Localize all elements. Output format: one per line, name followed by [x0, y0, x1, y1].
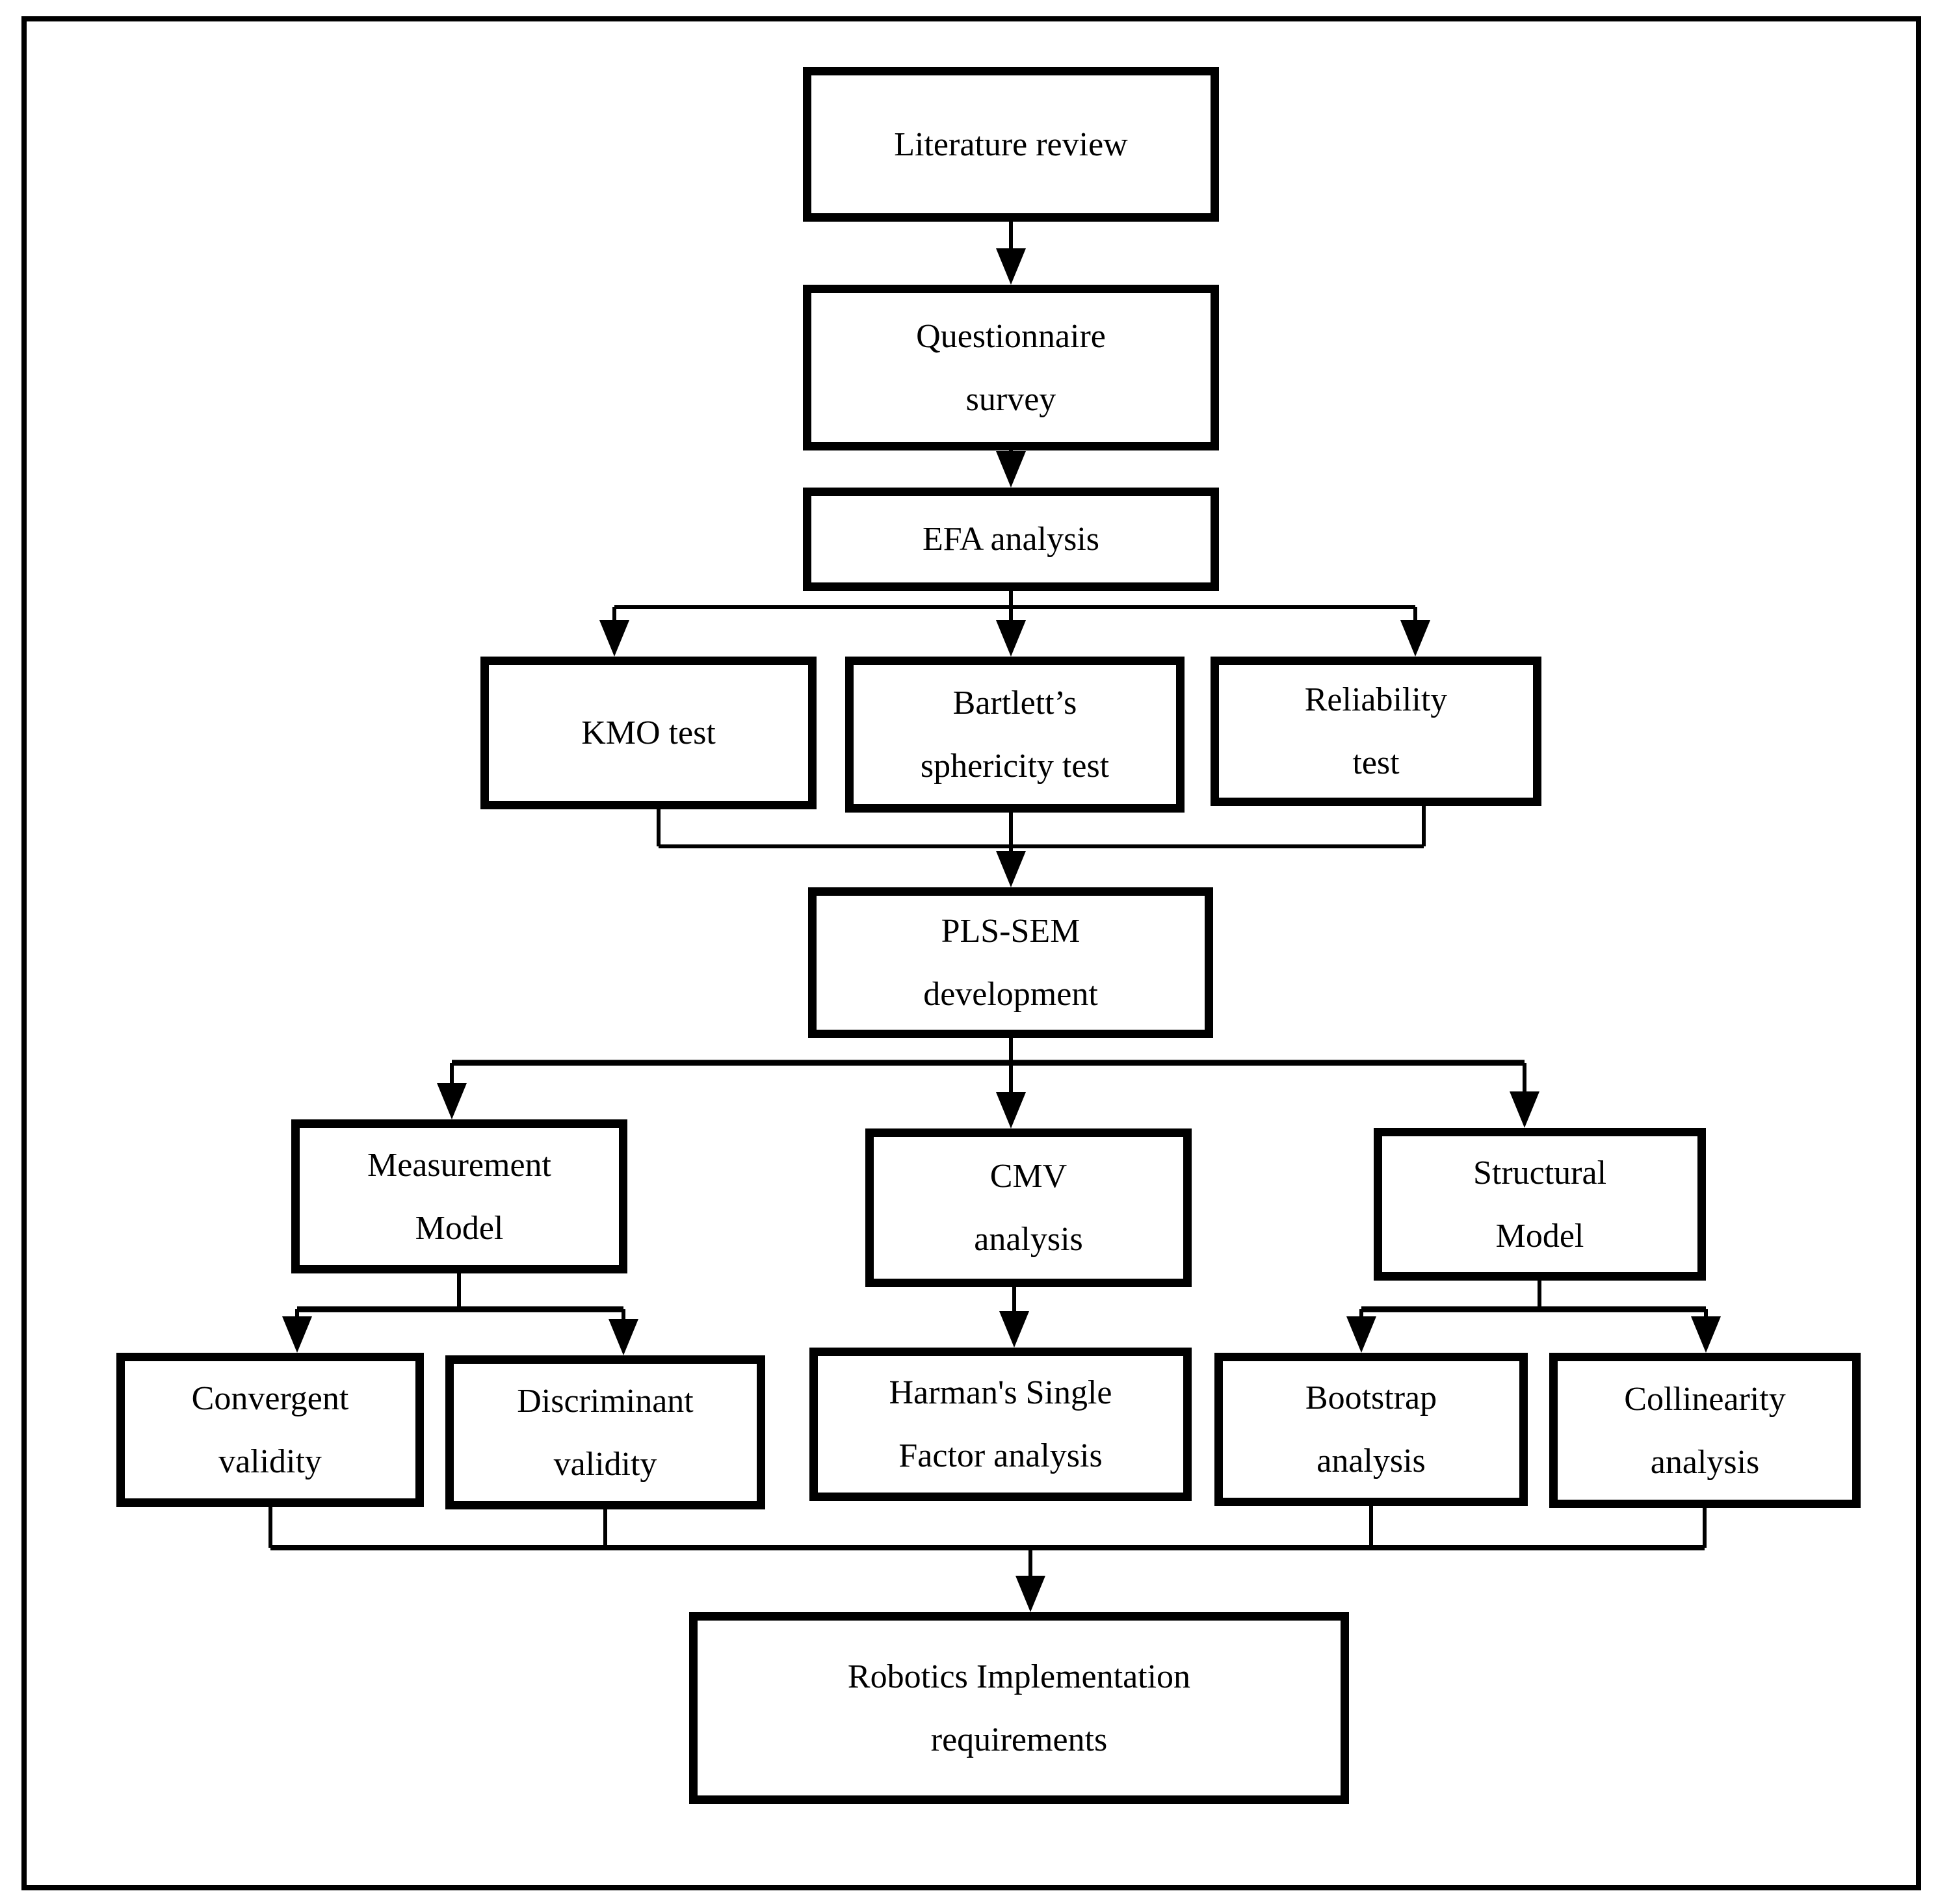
arrowhead-icon — [282, 1316, 312, 1353]
node-label: Reliability — [1304, 681, 1448, 718]
node-label: sphericity test — [920, 748, 1110, 785]
node-collinearity-analysis: Collinearity analysis — [1549, 1353, 1861, 1508]
node-label: Questionnaire — [916, 317, 1106, 355]
node-label: Measurement — [367, 1146, 551, 1184]
node-bootstrap-analysis: Bootstrap analysis — [1214, 1353, 1528, 1506]
node-harmans-single-factor-analysis: Harman's Single Factor analysis — [809, 1348, 1192, 1501]
node-label: development — [923, 976, 1098, 1013]
node-literature-review: Literature review — [803, 67, 1219, 222]
arrowhead-icon — [599, 620, 629, 657]
node-label: analysis — [1650, 1443, 1760, 1481]
arrowhead-icon — [996, 248, 1026, 285]
outer-border — [21, 16, 1921, 1890]
edge-structural-split — [1346, 1281, 1721, 1353]
node-structural-model: Structural Model — [1374, 1128, 1706, 1281]
node-label: Literature review — [894, 125, 1128, 163]
arrowhead-icon — [1015, 1576, 1045, 1612]
node-discriminant-validity: Discriminant validity — [445, 1355, 765, 1509]
node-cmv-analysis: CMV analysis — [865, 1128, 1192, 1287]
node-reliability-test: Reliability test — [1211, 657, 1541, 806]
arrowhead-icon — [1691, 1316, 1721, 1353]
node-label: Bartlett’s — [952, 685, 1077, 722]
node-label: Discriminant — [517, 1382, 694, 1420]
edge-final-merge-to-robotics — [268, 1506, 1707, 1612]
node-pls-sem-development: PLS-SEM development — [808, 887, 1213, 1038]
node-label: EFA analysis — [922, 521, 1100, 558]
arrowhead-icon — [999, 1311, 1029, 1348]
edge-questionnaire-to-efa — [996, 450, 1026, 488]
arrowhead-icon — [996, 620, 1026, 657]
arrowhead-icon — [609, 1319, 638, 1355]
arrowhead-icon — [1346, 1316, 1376, 1353]
arrowhead-icon — [437, 1083, 467, 1119]
node-label: Robotics Implementation — [847, 1658, 1191, 1695]
edge-efa-split — [599, 591, 1430, 657]
node-label: analysis — [974, 1221, 1083, 1258]
node-label: Convergent — [191, 1379, 349, 1417]
node-label: Bootstrap — [1305, 1379, 1437, 1416]
node-label: Collinearity — [1624, 1380, 1786, 1418]
node-label: survey — [965, 380, 1056, 418]
node-robotics-implementation-requirements: Robotics Implementation requirements — [689, 1612, 1349, 1804]
node-label: CMV — [989, 1158, 1067, 1195]
node-label: Model — [415, 1209, 504, 1247]
node-label: validity — [553, 1445, 657, 1483]
node-measurement-model: Measurement Model — [291, 1119, 627, 1273]
node-efa-analysis: EFA analysis — [803, 488, 1219, 591]
node-label: Model — [1495, 1217, 1584, 1255]
node-kmo-test: KMO test — [480, 657, 817, 809]
arrowhead-icon — [1510, 1091, 1539, 1128]
edge-literature-to-questionnaire — [996, 222, 1026, 285]
edge-tests-merge-to-pls — [657, 806, 1426, 887]
node-label: PLS-SEM — [941, 913, 1080, 950]
node-label: Harman's Single — [889, 1374, 1112, 1411]
node-label: KMO test — [581, 714, 716, 751]
edge-pls-split — [437, 1038, 1539, 1128]
node-bartletts-sphericity-test: Bartlett’s sphericity test — [845, 657, 1185, 813]
edge-cmv-to-harman — [999, 1287, 1029, 1348]
node-convergent-validity: Convergent validity — [116, 1353, 424, 1507]
arrowhead-icon — [996, 1092, 1026, 1128]
edge-measurement-split — [282, 1273, 638, 1355]
arrowhead-icon — [996, 851, 1026, 887]
node-label: test — [1352, 744, 1400, 781]
node-label: Factor analysis — [898, 1437, 1103, 1474]
arrowhead-icon — [996, 451, 1026, 488]
node-label: Structural — [1473, 1154, 1607, 1192]
node-label: validity — [218, 1442, 322, 1480]
node-label: requirements — [930, 1721, 1108, 1758]
node-label: analysis — [1316, 1442, 1426, 1480]
arrowhead-icon — [1400, 620, 1430, 657]
node-questionnaire-survey: Questionnaire survey — [803, 285, 1219, 450]
